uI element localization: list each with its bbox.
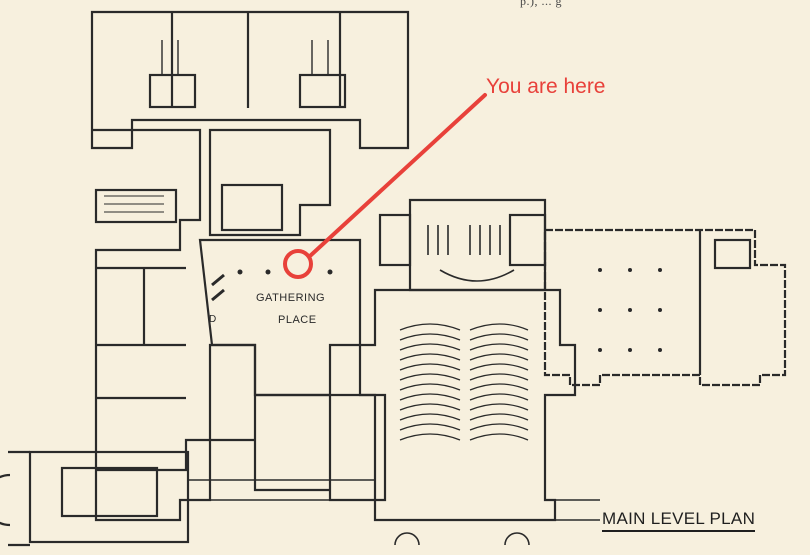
- room-code-label: D: [209, 314, 217, 325]
- central-office: [220, 183, 284, 232]
- pool-room: [28, 450, 190, 544]
- east-wing-outline: [543, 228, 787, 387]
- chapel-outline: [408, 198, 547, 292]
- east-stair: [713, 238, 752, 270]
- sanctuary-outline: [358, 288, 577, 522]
- stair-bay-2: [298, 73, 347, 109]
- north-wing-outline: [90, 10, 410, 150]
- cropped-caption-text: p.), ... g: [520, 0, 562, 8]
- central-core-outline: [208, 128, 332, 237]
- stair-bay-1: [148, 73, 197, 109]
- west-stair: [94, 188, 178, 224]
- room-label-gathering: GATHERING: [256, 292, 326, 304]
- map-title: MAIN LEVEL PLAN: [602, 509, 756, 532]
- location-circle-icon: [283, 249, 313, 279]
- you-are-here-marker: [283, 93, 487, 279]
- west-wing-outline: [92, 128, 212, 522]
- room-label-place: PLACE: [278, 314, 317, 326]
- column-marks: [237, 268, 662, 352]
- pool: [60, 466, 159, 518]
- you-are-here-label: You are here: [486, 75, 606, 98]
- marker-pointer-line: [308, 93, 487, 258]
- south-rooms: [208, 343, 377, 502]
